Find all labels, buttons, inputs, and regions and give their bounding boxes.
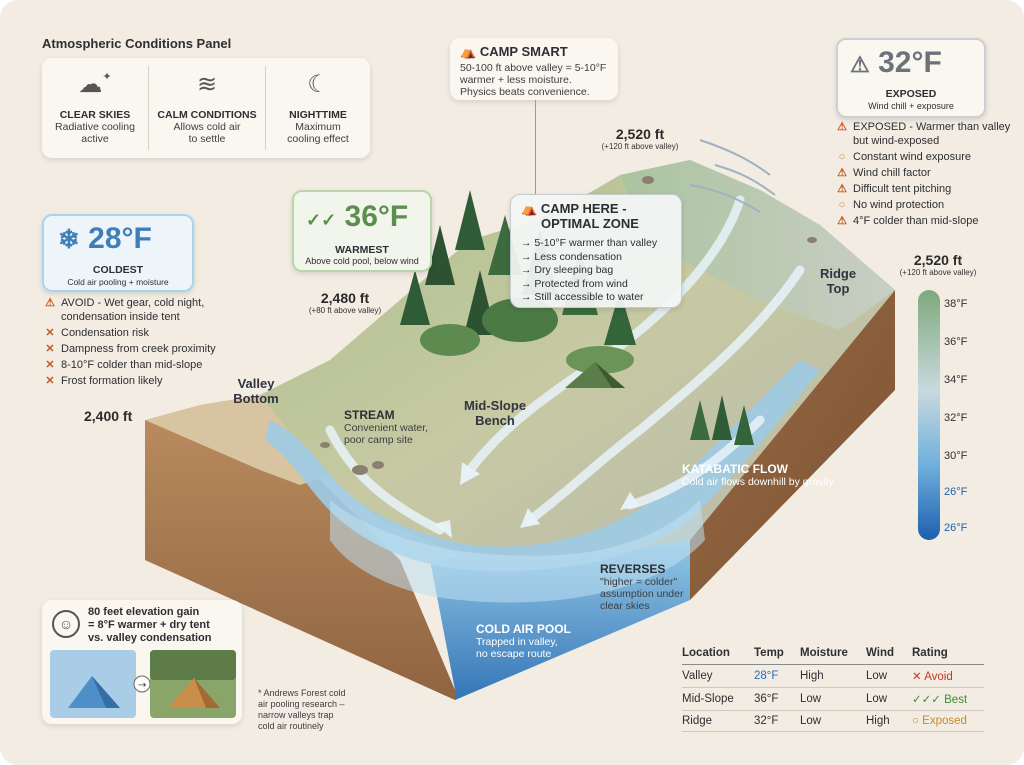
moon-icon: ☾ <box>307 71 329 98</box>
temperature-scale-bar <box>918 290 940 540</box>
column-header: Wind <box>866 647 912 665</box>
list-item: → Less condensation <box>521 250 622 263</box>
coldest-label: COLDEST <box>92 264 144 276</box>
cold-pool-callout: COLD AIR POOL Trapped in valley, no esca… <box>476 622 571 660</box>
list-item: ⚠AVOID - Wet gear, cold night, condensat… <box>45 297 205 323</box>
camp-smart-title: CAMP SMART <box>479 44 568 59</box>
reverses-callout: REVERSES "higher = colder" assumption un… <box>600 562 684 612</box>
column-header: Temp <box>754 647 800 665</box>
ridge-surface <box>620 160 895 330</box>
scale-label: 30°F <box>944 450 968 462</box>
katabatic-callout: KATABATIC FLOW Cold air flows downhill b… <box>682 462 834 488</box>
elevation-ridge: 2,520 ft (+120 ft above valley) <box>601 126 679 151</box>
wind-icon: ≋ <box>196 71 218 98</box>
list-item: ⚠4°F colder than mid-slope <box>837 215 979 227</box>
list-item: → Dry sleeping bag <box>521 264 614 276</box>
camp-here-card: ⛺ CAMP HERE - OPTIMAL ZONE → 5-10°F warm… <box>510 194 682 308</box>
elevation-gain-card: ☺ 80 feet elevation gain = 8°F warmer + … <box>42 600 242 724</box>
tent-icon: ⛺ <box>521 201 538 216</box>
x-icon: ✕ <box>912 671 922 683</box>
scale-label: 26°F <box>944 522 968 534</box>
coldest-temp: 28°F <box>88 222 152 255</box>
soil-face-right <box>690 290 895 600</box>
table-header: Location Temp Moisture Wind Rating <box>682 647 984 665</box>
list-item: ○Constant wind exposure <box>838 151 972 163</box>
warmest-card: ✓✓ 36°F WARMEST Above cold pool, below w… <box>292 190 432 272</box>
coldest-card: ❄ 28°F COLDEST Cold air pooling + moistu… <box>42 214 194 292</box>
list-item: ✕Frost formation likely <box>45 375 163 387</box>
rocks <box>320 176 817 475</box>
panel-item-nighttime: ☾ NIGHTTIME Maximum cooling effect <box>266 58 370 158</box>
elevation-valley: 2,400 ft <box>84 408 133 424</box>
camp-smart-card: ⛺ CAMP SMART 50-100 ft above valley = 5-… <box>450 38 618 100</box>
column-header: Rating <box>912 647 984 665</box>
label-mid-slope: Mid-Slope Bench <box>463 398 527 428</box>
warning-icon: ⚠ <box>850 52 870 77</box>
camp-smart-text: 50-100 ft above valley = 5-10°F warmer +… <box>460 62 607 98</box>
table-row: Ridge 32°F Low High ○ Exposed <box>682 710 984 732</box>
cold-air-haze <box>330 500 705 603</box>
checkmarks-icon: ✓✓✓ <box>912 694 941 706</box>
label-ridge-top: Ridge Top <box>819 266 857 296</box>
wind-arrows <box>689 139 776 213</box>
column-header: Location <box>682 647 754 665</box>
comparison-table: Location Temp Moisture Wind Rating Valle… <box>682 647 984 732</box>
svg-text:→: → <box>138 680 146 691</box>
exposed-label: EXPOSED <box>885 88 937 100</box>
camp-here-list: → 5-10°F warmer than valley → Less conde… <box>521 237 657 305</box>
warmest-label: WARMEST <box>335 244 389 256</box>
checkmarks-icon: ✓✓ <box>306 210 337 230</box>
table-row: Mid-Slope 36°F Low Low ✓✓✓ Best <box>682 687 984 711</box>
tent-icon <box>565 362 625 388</box>
list-item: ✕Condensation risk <box>45 327 150 339</box>
panel-item-calm: ≋ CALM CONDITIONS Allows cold air to set… <box>149 58 265 158</box>
camp-here-title2: OPTIMAL ZONE <box>541 216 639 231</box>
panel-divider <box>148 66 149 150</box>
scale-label: 34°F <box>944 374 968 386</box>
scale-label: 38°F <box>944 298 968 310</box>
scale-label: 36°F <box>944 336 968 348</box>
warmest-sub: Above cold pool, below wind <box>305 256 419 266</box>
stream-callout: STREAM Convenient water, poor camp site <box>344 408 429 446</box>
list-item: → Protected from wind <box>521 277 628 290</box>
snowflake-icon: ❄ <box>58 224 80 254</box>
panel-title: Atmospheric Conditions Panel <box>42 36 232 51</box>
exposed-card: ⚠ 32°F EXPOSED Wind chill + exposure <box>836 38 986 118</box>
list-item: ✕Dampness from creek proximity <box>45 343 216 355</box>
list-item: → Still accessible to water <box>521 291 644 303</box>
list-item: → 5-10°F warmer than valley <box>521 237 658 249</box>
camp-here-title1: CAMP HERE - <box>540 201 627 216</box>
elevation-ridge-right: 2,520 ft (+120 ft above valley) <box>899 252 977 277</box>
panel-item-clear-skies: ☁✦ CLEAR SKIES Radiative cooling active <box>42 58 148 158</box>
label-valley-bottom: Valley Bottom <box>233 376 279 406</box>
tent-icon: ⛺ <box>460 44 477 59</box>
warmest-temp: 36°F <box>344 200 409 233</box>
footnote: * Andrews Forest cold air pooling resear… <box>258 688 346 731</box>
leader-line <box>535 100 536 195</box>
exposed-temp: 32°F <box>878 46 942 79</box>
exposed-sub: Wind chill + exposure <box>868 101 954 111</box>
elevation-midslope: 2,480 ft (+80 ft above valley) <box>308 290 382 315</box>
comparison-images: → <box>50 650 236 718</box>
list-item: ○No wind protection <box>838 199 945 211</box>
list-item: ✕8-10°F colder than mid-slope <box>45 359 203 371</box>
circle-icon: ○ <box>912 715 919 727</box>
panel-divider <box>265 66 266 150</box>
coldest-sub: Cold air pooling + moisture <box>67 277 169 287</box>
cloud-sparkle-icon: ☁✦ <box>78 71 112 98</box>
scale-label: 32°F <box>944 412 968 424</box>
table-row: Valley 28°F High Low ✕ Avoid <box>682 664 984 688</box>
scale-label: 26°F <box>944 486 968 498</box>
atmospheric-panel: ☁✦ CLEAR SKIES Radiative cooling active … <box>42 58 370 158</box>
soil-face-left <box>145 420 455 700</box>
coldest-list: ⚠AVOID - Wet gear, cold night, condensat… <box>44 294 244 388</box>
person-icon: ☺ <box>52 610 80 638</box>
list-item: ⚠Difficult tent pitching <box>837 183 952 195</box>
exposed-list: ⚠EXPOSED - Warmer than valley but wind-e… <box>836 118 1012 228</box>
list-item: ⚠EXPOSED - Warmer than valley but wind-e… <box>837 121 1011 147</box>
column-header: Moisture <box>800 647 866 665</box>
list-item: ⚠Wind chill factor <box>837 167 931 179</box>
arrow-heads <box>434 462 640 538</box>
